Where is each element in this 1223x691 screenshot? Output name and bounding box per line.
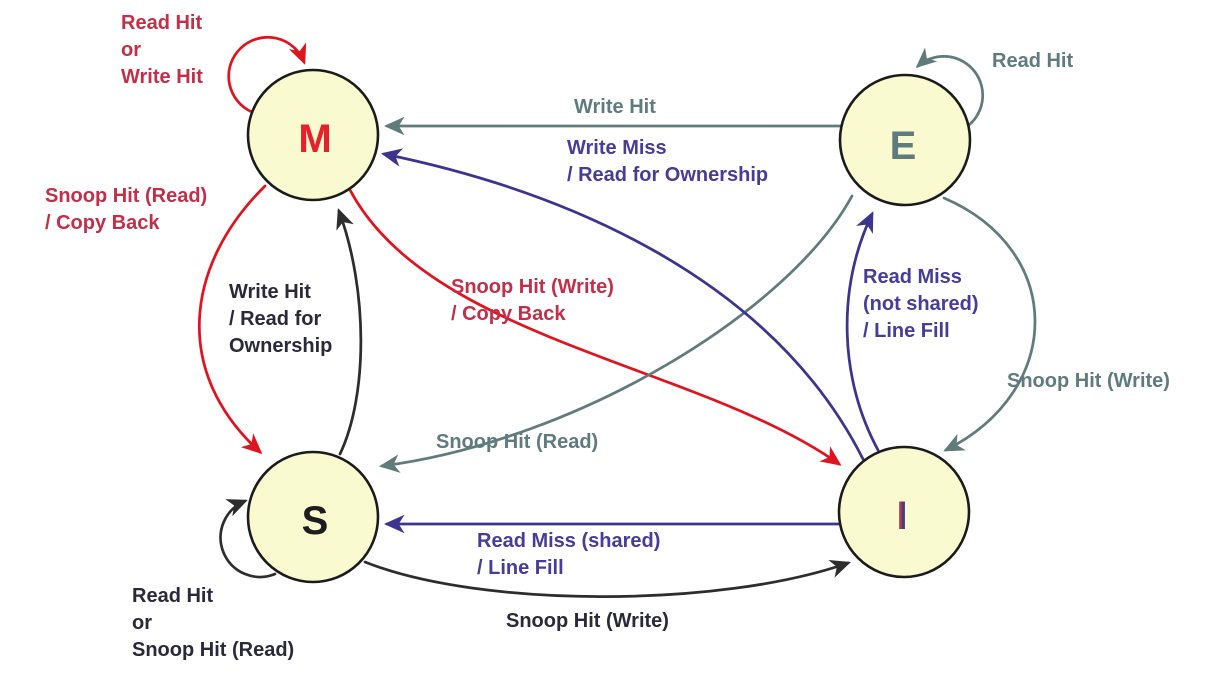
label-s-to-m: Write Hit / Read for Ownership [229,281,333,357]
label-i-to-m: Write Miss / Read for Ownership [567,137,769,186]
label-e-to-s: Snoop Hit (Read) [436,431,599,453]
label-e-to-m: Write Hit [574,96,656,118]
transition-arrow-m-to-s [197,184,267,455]
state-node-invalid [837,445,971,579]
transition-arrow-s-to-m [336,208,363,456]
transition-arrow-s-to-i [363,560,851,598]
transition-arrow-m-to-i [348,188,842,466]
label-i-to-e: Read Miss (not shared) / Line Fill [863,266,979,342]
transition-arrow-i-to-m [380,148,865,461]
label-m-self-loop: Read Hit or Write Hit [121,12,203,88]
state-letter-invalid: I [896,494,907,538]
transition-arrow-i-to-e [845,211,880,452]
label-s-self-loop: Read Hit or Snoop Hit (Read) [132,585,295,661]
state-letter-shared: S [302,499,329,543]
state-node-exclusive [838,73,972,207]
transition-arrow-e-to-s [378,194,854,473]
state-letter-exclusive: E [890,124,917,168]
transition-arrow-e-self-loop [915,47,985,130]
label-i-to-s: Read Miss (shared) / Line Fill [477,530,661,579]
state-node-modified [246,68,380,202]
label-e-self-loop: Read Hit [992,50,1074,72]
label-s-to-i: Snoop Hit (Write) [506,610,669,632]
label-m-to-i: Snoop Hit (Write) / Copy Back [451,276,614,325]
transition-arrow-e-to-i [942,196,1037,452]
state-node-shared [246,450,380,584]
label-m-to-s: Snoop Hit (Read) / Copy Back [45,185,208,234]
transition-arrow-s-self-loop [219,499,277,579]
state-letter-modified: M [298,117,331,161]
transition-arrow-m-self-loop [227,35,307,114]
label-e-to-i: Snoop Hit (Write) [1007,370,1170,392]
